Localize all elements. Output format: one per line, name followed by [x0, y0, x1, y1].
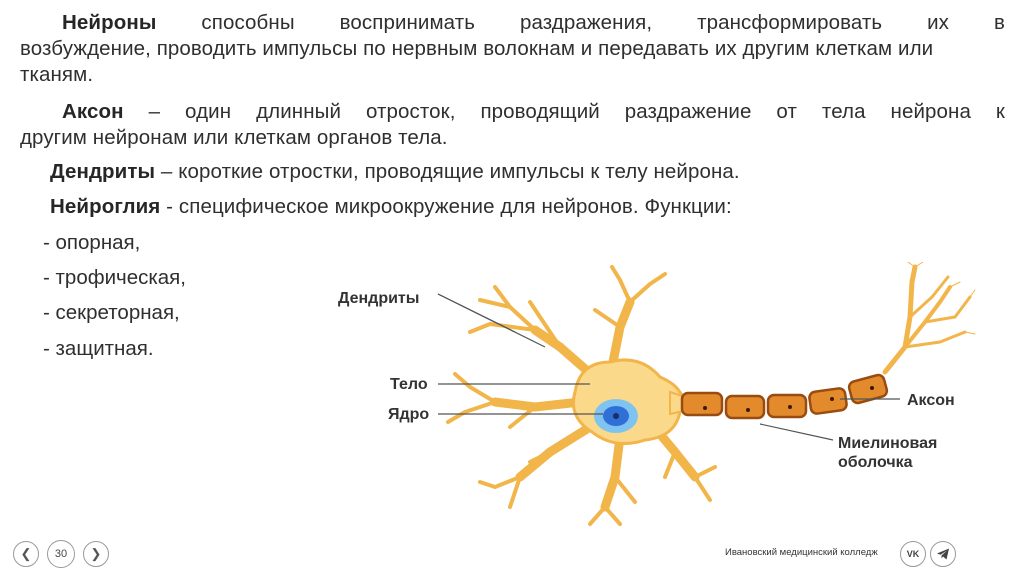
chevron-left-icon: ❮: [20, 546, 32, 561]
paragraph-neurons: Нейроны способны воспринимать раздражени…: [20, 11, 1005, 86]
myelin-sheath: [680, 373, 889, 420]
slide-navigation: ❮ 30 ❯: [13, 540, 109, 568]
axon-terminals: [882, 262, 976, 375]
nucleolus: [613, 413, 619, 419]
label-nucleus: Ядро: [388, 406, 429, 423]
label-myelin-line1: Миелиновая: [838, 435, 937, 452]
myelin-nuclei: [703, 386, 874, 412]
telegram-icon: [937, 548, 949, 560]
telegram-share-button[interactable]: [930, 541, 956, 567]
next-slide-button[interactable]: ❯: [83, 541, 109, 567]
function-item: - защитная.: [43, 337, 154, 360]
vk-share-button[interactable]: VK: [900, 541, 926, 567]
term-axon: Аксон: [62, 100, 124, 123]
label-axon: Аксон: [907, 392, 955, 409]
paragraph-axon: Аксон – один длинный отросток, проводящи…: [20, 100, 1005, 149]
function-item: - секреторная,: [43, 301, 180, 324]
paragraph-dendrites: Дендриты – короткие отростки, проводящие…: [50, 160, 740, 183]
term-neurons: Нейроны: [62, 11, 157, 34]
college-name: Ивановский медицинский колледж: [725, 547, 878, 558]
paragraph-neuroglia: Нейроглия - специфическое микроокружение…: [50, 195, 732, 218]
term-neuroglia: Нейроглия: [50, 195, 161, 218]
term-dendrites: Дендриты: [50, 160, 156, 183]
label-body: Тело: [390, 376, 428, 393]
label-myelin-line2: оболочка: [838, 454, 913, 471]
function-item: - опорная,: [43, 231, 141, 254]
prev-slide-button[interactable]: ❮: [13, 541, 39, 567]
label-dendrites: Дендриты: [338, 290, 419, 307]
page-number: 30: [47, 540, 75, 568]
chevron-right-icon: ❯: [90, 546, 102, 561]
neuron-diagram: Дендриты Тело Ядро Аксон Миелиновая обол…: [338, 262, 976, 526]
function-item: - трофическая,: [43, 266, 186, 289]
leader-lines: [437, 293, 900, 441]
